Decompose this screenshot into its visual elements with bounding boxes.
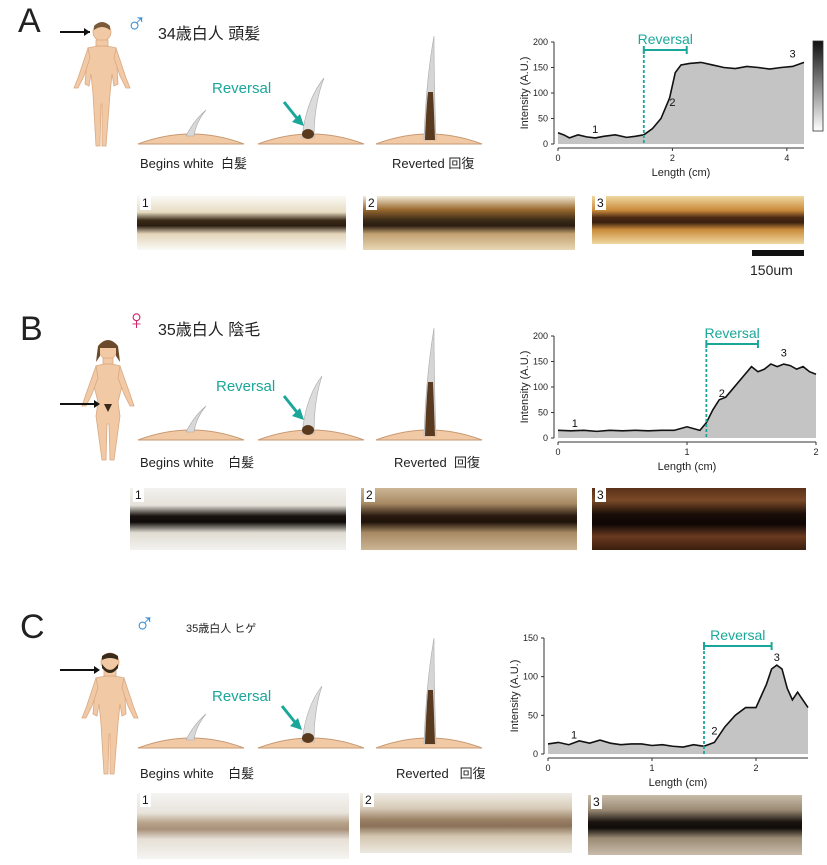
reversal-label-c: Reversal	[212, 688, 272, 705]
point-label: 1	[572, 418, 578, 430]
micrograph-c3: 3	[588, 795, 802, 855]
panel-letter-a: A	[18, 2, 41, 40]
y-tick-label: 150	[533, 63, 548, 73]
panel-title-b: 35歳白人 陰毛	[158, 322, 261, 339]
stage-reverted-c: Reverted 回復	[396, 766, 486, 781]
grayscale-colorbar	[812, 40, 824, 132]
x-tick-label: 0	[545, 763, 550, 773]
point-label: 2	[711, 726, 717, 738]
y-tick-label: 100	[533, 88, 548, 98]
x-tick-label: 2	[753, 763, 758, 773]
point-label: 2	[719, 388, 725, 400]
y-tick-label: 50	[538, 408, 548, 418]
y-tick-label: 50	[538, 114, 548, 124]
series-area	[558, 364, 816, 438]
panel-title-a: 34歳白人 頭髪	[158, 26, 261, 43]
point-label: 1	[571, 730, 577, 742]
micrograph-c1: 1	[137, 793, 349, 859]
female-symbol-icon: ♀	[126, 304, 147, 335]
stage-reverted-b: Reverted 回復	[394, 455, 480, 470]
x-tick-label: 4	[784, 153, 789, 163]
human-figure-icon	[60, 652, 139, 775]
reversal-label-a: Reversal	[212, 80, 272, 97]
y-axis-label: Intensity (A.U.)	[519, 57, 531, 130]
hair-stage-diagram-c	[137, 637, 483, 749]
reversal-label: Reversal	[705, 325, 760, 341]
reversal-label: Reversal	[710, 627, 765, 643]
hair-stage-diagram-a	[137, 35, 483, 145]
x-tick-label: 2	[813, 447, 818, 457]
series-line	[547, 664, 809, 748]
point-label: 3	[789, 48, 795, 60]
point-label: 2	[669, 97, 675, 109]
stage-begins-white-b: Begins white 白髪	[140, 455, 255, 470]
x-tick-label: 2	[670, 153, 675, 163]
series-line	[557, 61, 805, 139]
human-figure-icon	[60, 22, 131, 147]
reversal-label: Reversal	[638, 31, 693, 47]
x-tick-label: 1	[684, 447, 689, 457]
hair-stage-diagram-b	[137, 327, 483, 441]
panel-title-c: 35歳白人 ヒゲ	[186, 623, 257, 635]
y-tick-label: 0	[533, 749, 538, 759]
series-area	[548, 665, 808, 754]
micrograph-b1: 1	[130, 488, 346, 550]
reversal-label-b: Reversal	[216, 378, 276, 395]
scale-bar-label: 150um	[750, 262, 793, 278]
y-tick-label: 0	[543, 139, 548, 149]
y-tick-label: 0	[543, 433, 548, 443]
y-tick-label: 50	[528, 710, 538, 720]
scale-bar	[752, 250, 804, 256]
y-tick-label: 100	[533, 382, 548, 392]
micrograph-b3: 3	[592, 488, 806, 550]
y-tick-label: 100	[523, 672, 538, 682]
y-tick-label: 150	[533, 357, 548, 367]
micrograph-a3: 3	[592, 196, 804, 244]
male-symbol-icon: ♂	[134, 608, 155, 639]
panel-letter-b: B	[20, 310, 43, 348]
x-tick-label: 0	[555, 153, 560, 163]
micrograph-a1: 1	[137, 196, 346, 250]
y-axis-label: Intensity (A.U.)	[509, 660, 521, 733]
human-figure-icon	[60, 340, 135, 461]
stage-reverted-a: Reverted 回復	[392, 156, 475, 171]
micrograph-b2: 2	[361, 488, 577, 550]
micrograph-c2: 2	[360, 793, 572, 853]
point-label: 3	[781, 347, 787, 359]
point-label: 3	[774, 652, 780, 664]
stage-begins-white-c: Begins white 白髪	[140, 766, 255, 781]
series-line	[557, 363, 817, 433]
micrograph-a2: 2	[363, 196, 575, 250]
y-axis-label: Intensity (A.U.)	[519, 351, 531, 424]
male-symbol-icon: ♂	[126, 8, 147, 39]
panel-letter-c: C	[20, 608, 45, 646]
y-tick-label: 150	[523, 633, 538, 643]
x-tick-label: 1	[649, 763, 654, 773]
stage-begins-white-a: Begins white 白髪	[140, 156, 247, 171]
x-axis-label: Length (cm)	[658, 461, 717, 473]
x-axis-label: Length (cm)	[652, 167, 711, 179]
x-axis-label: Length (cm)	[649, 777, 708, 789]
series-area	[558, 62, 804, 144]
point-label: 1	[592, 124, 598, 136]
y-tick-label: 200	[533, 37, 548, 47]
y-tick-label: 200	[533, 331, 548, 341]
x-tick-label: 0	[555, 447, 560, 457]
